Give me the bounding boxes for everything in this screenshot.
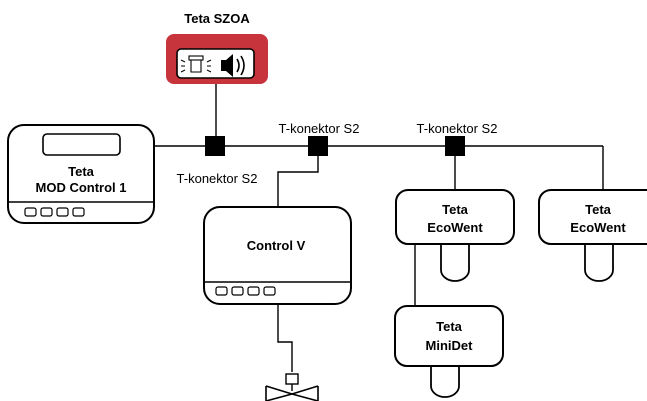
t-connector-1-block [205, 136, 225, 156]
device-ecowent-1: Teta EcoWent [395, 189, 515, 282]
mod-control-display [42, 133, 121, 156]
t-connector-2: T-konektor S2 [279, 121, 360, 156]
ecowent-2-line2: EcoWent [570, 220, 626, 235]
device-teta-szoa: Teta SZOA [166, 11, 268, 84]
minidet-line2: MiniDet [426, 338, 474, 353]
t-connector-3: T-konektor S2 [417, 121, 498, 156]
ecowent-1-body [395, 189, 515, 245]
device-ecowent-2: Teta EcoWent [538, 189, 647, 282]
mod-control-line1: Teta [68, 164, 95, 179]
ecowent-1-sensor [440, 240, 470, 282]
device-minidet: Teta MiniDet [394, 305, 504, 398]
control-v-buttons [215, 286, 276, 296]
control-v-body [203, 206, 352, 305]
speaker-icon [221, 54, 245, 77]
bus-wiring [154, 83, 604, 372]
ecowent-2-sensor [584, 240, 614, 282]
ecowent-2-body [538, 189, 647, 245]
valve-icon [265, 373, 319, 401]
minidet-body [394, 305, 504, 367]
beacon-light-icon [180, 55, 212, 73]
t-connector-3-label: T-konektor S2 [417, 121, 498, 136]
t-connector-1: T-konektor S2 [177, 136, 258, 186]
mod-control-line2: MOD Control 1 [36, 180, 127, 195]
ecowent-2-line1: Teta [585, 202, 612, 217]
minidet-sensor [430, 362, 460, 398]
t-connector-2-block [308, 136, 328, 156]
ecowent-1-line2: EcoWent [427, 220, 483, 235]
t-connector-3-block [445, 136, 465, 156]
szoa-title: Teta SZOA [184, 11, 250, 26]
device-control-v: Control V [203, 206, 352, 305]
t-connector-2-label: T-konektor S2 [279, 121, 360, 136]
t-connector-1-label: T-konektor S2 [177, 171, 258, 186]
ecowent-1-line1: Teta [442, 202, 469, 217]
mod-control-buttons [24, 207, 85, 217]
minidet-line1: Teta [436, 319, 463, 334]
control-v-label: Control V [247, 238, 306, 253]
device-mod-control: Teta MOD Control 1 [7, 124, 155, 224]
